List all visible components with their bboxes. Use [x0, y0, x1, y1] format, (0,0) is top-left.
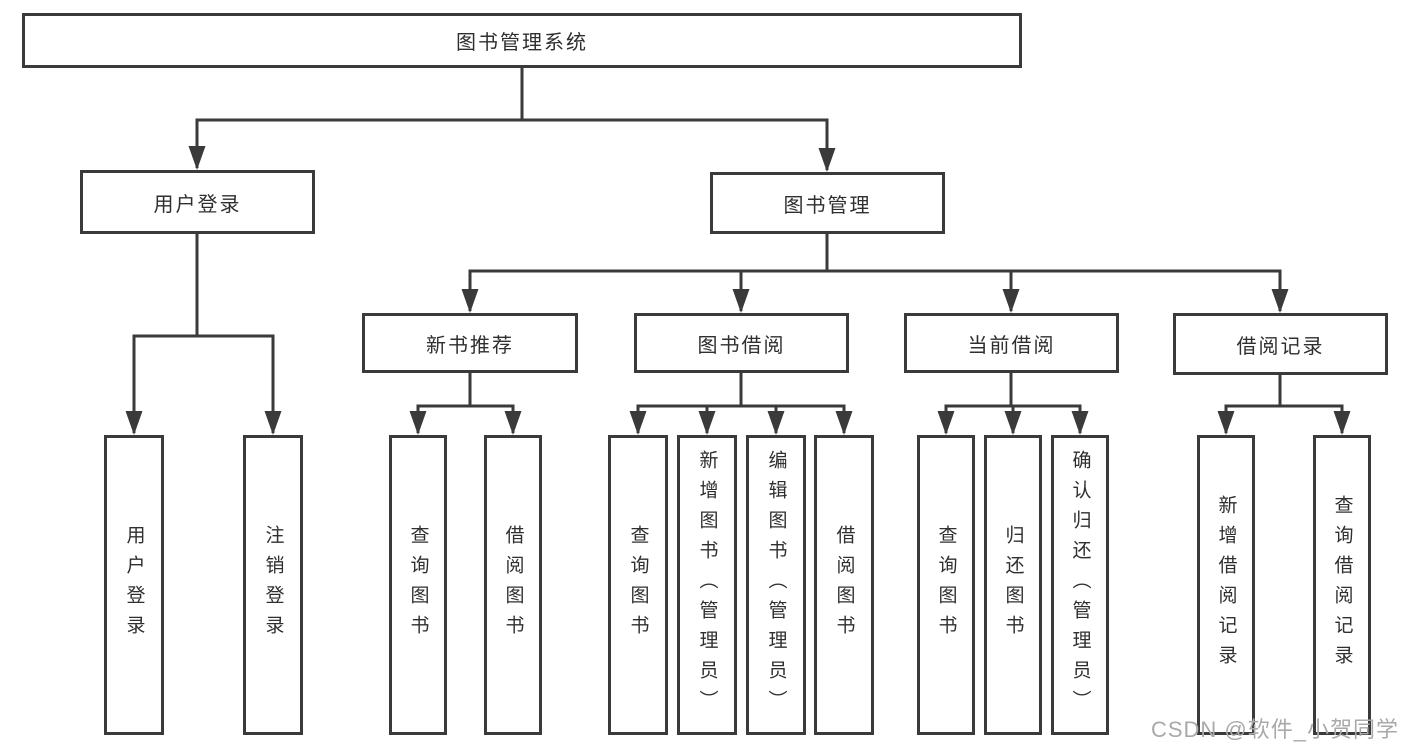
leaf-records-query-record: 查询借阅记录: [1313, 435, 1371, 735]
csdn-watermark: CSDN @软件_小贺同学: [1150, 717, 1399, 742]
leaf-newbooks-query-books: 查询图书: [389, 435, 447, 735]
leaf-borrow-add-books-admin: 新增图书（管理员）: [677, 435, 737, 735]
leaf-borrow-borrow-books: 借阅图书: [814, 435, 874, 735]
leaf-user-login: 用户登录: [104, 435, 164, 735]
leaf-current-query-books: 查询图书: [917, 435, 975, 735]
node-book-management: 图书管理: [710, 172, 945, 234]
node-current-borrow: 当前借阅: [904, 313, 1119, 373]
node-new-book-recommend: 新书推荐: [362, 313, 578, 373]
leaf-borrow-edit-books-admin: 编辑图书（管理员）: [746, 435, 806, 735]
node-user-login: 用户登录: [80, 170, 315, 234]
leaf-logout: 注销登录: [243, 435, 303, 735]
leaf-records-add-record: 新增借阅记录: [1197, 435, 1255, 735]
leaf-current-return-books: 归还图书: [984, 435, 1042, 735]
node-borrow-records: 借阅记录: [1173, 313, 1388, 375]
leaf-borrow-query-books: 查询图书: [608, 435, 668, 735]
node-book-borrow: 图书借阅: [634, 313, 849, 373]
node-library-management-system: 图书管理系统: [22, 13, 1022, 68]
leaf-current-confirm-return-admin: 确认归还（管理员）: [1051, 435, 1109, 735]
leaf-newbooks-borrow-books: 借阅图书: [484, 435, 542, 735]
